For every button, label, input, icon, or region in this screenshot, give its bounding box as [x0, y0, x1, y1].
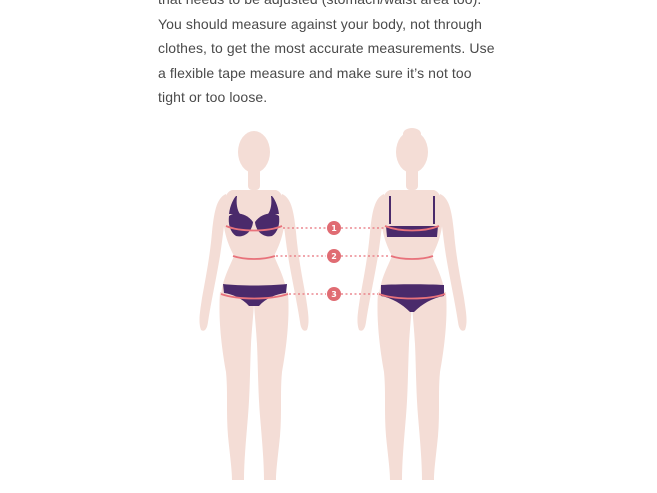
marker-hips: 3 — [327, 287, 341, 301]
back-figure — [357, 128, 467, 480]
marker-waist-label: 2 — [331, 252, 337, 261]
marker-waist: 2 — [327, 249, 341, 263]
hip-tape-back — [378, 293, 446, 300]
marker-bust: 1 — [327, 221, 341, 235]
waist-tape-front — [232, 255, 276, 260]
instruction-line-0: that needs to be adjusted (stomach/waist… — [158, 0, 518, 12]
instruction-line-4: tight or too loose. — [158, 89, 268, 105]
instruction-line-3: a flexible tape measure and make sure it… — [158, 64, 472, 81]
instruction-line-2: clothes, to get the most accurate measur… — [158, 40, 495, 56]
bust-tape-front — [225, 225, 283, 232]
measurement-instructions: that needs to be adjusted (stomach/waist… — [158, 0, 518, 110]
bust-tape-back — [384, 225, 440, 232]
waist-tape-back — [390, 255, 434, 260]
hip-tape-front — [220, 293, 289, 300]
tape-lines — [220, 225, 446, 300]
connector-lines — [276, 227, 390, 295]
front-panties — [223, 284, 287, 306]
front-figure — [199, 131, 309, 480]
marker-bust-label: 1 — [331, 224, 337, 233]
marker-hips-label: 3 — [331, 290, 337, 299]
instruction-line-1: You should measure against your body, no… — [158, 15, 483, 32]
